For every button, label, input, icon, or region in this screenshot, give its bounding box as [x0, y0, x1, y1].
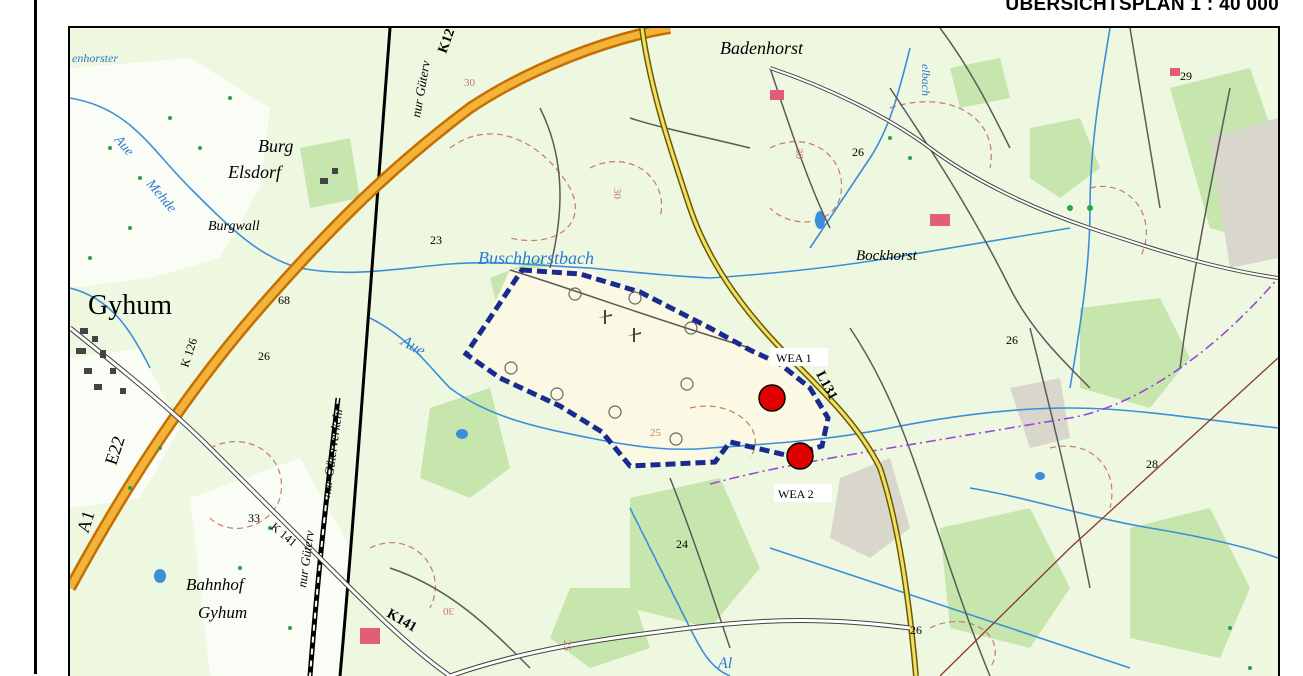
elev-23: 23 — [430, 233, 442, 247]
wea-2-label: WEA 2 — [778, 487, 814, 501]
power-line — [939, 357, 1278, 676]
settlements — [360, 68, 1180, 644]
elev-28: 28 — [1146, 457, 1158, 471]
place-bahnhof: Bahnhof — [186, 575, 246, 594]
local-roads — [70, 66, 1278, 676]
field-paths — [389, 28, 1231, 676]
grey-area — [1210, 118, 1278, 268]
elev-68: 68 — [278, 293, 290, 307]
wea-1-label: WEA 1 — [776, 351, 812, 365]
contour-values: 30 30 30 25 25 30 — [443, 77, 806, 652]
place-elsdorf: Elsdorf — [227, 162, 284, 182]
wea-2-label-bg — [774, 484, 832, 502]
place-gyhum-small: Gyhum — [198, 603, 247, 622]
elev-33: 33 — [248, 511, 260, 525]
place-bockhorst: Bockhorst — [856, 248, 918, 264]
contour-30-c: 30 — [793, 148, 805, 160]
contour-30-d: 30 — [443, 605, 455, 617]
wind-farm-area — [470, 264, 830, 468]
contour-25-b: 25 — [561, 640, 573, 652]
place-burg: Burg — [258, 136, 293, 156]
topographic-map[interactable]: WEA 1 WEA 2 Badenhorst Burg Elsdorf Burg… — [68, 26, 1280, 676]
existing-turbines — [504, 287, 698, 446]
water-elbach: elbach — [919, 64, 933, 96]
wea-1-label-bg — [770, 348, 828, 366]
frame-left-border — [34, 0, 37, 674]
water-aue-bottom: Al — [717, 655, 733, 672]
elev-29: 29 — [1180, 69, 1192, 83]
district-border — [709, 277, 1278, 485]
contour-30-b: 30 — [611, 188, 623, 200]
turbine-towers — [598, 310, 641, 342]
wea-1-marker[interactable] — [758, 384, 786, 412]
map-canvas: WEA 1 WEA 2 Badenhorst Burg Elsdorf Burg… — [70, 28, 1278, 676]
tree-symbols — [88, 96, 1252, 670]
village-buildings — [76, 168, 338, 394]
open-area — [70, 58, 270, 288]
ponds — [154, 211, 1045, 583]
contour-30-a: 30 — [464, 77, 476, 89]
water-enhorster: enhorster — [72, 51, 118, 65]
elev-24: 24 — [676, 537, 688, 551]
elev-26-d: 26 — [910, 623, 922, 637]
wea-2-marker[interactable] — [786, 442, 814, 470]
contour-25-a: 25 — [650, 427, 662, 439]
place-names: Badenhorst Burg Elsdorf Burgwall Bockhor… — [186, 38, 918, 622]
contour-lines — [209, 101, 1147, 669]
elevation-labels: 29 26 23 26 26 28 24 26 33 68 — [248, 69, 1192, 637]
marker-labels: WEA 1 WEA 2 — [770, 348, 832, 502]
wea-markers — [758, 384, 814, 470]
place-gyhum: Gyhum — [88, 290, 172, 321]
place-badenhorst: Badenhorst — [720, 38, 804, 58]
grey-area — [830, 458, 910, 558]
streams — [70, 28, 1278, 676]
elev-26-c: 26 — [1006, 333, 1018, 347]
place-burgwall: Burgwall — [208, 219, 260, 234]
map-title: ÜBERSICHTSPLAN 1 : 40 000 — [1005, 0, 1279, 15]
elev-26-b: 26 — [258, 349, 270, 363]
water-buschhorstbach: Buschhorstbach — [478, 248, 594, 268]
highway-a1 — [70, 28, 671, 591]
open-area — [190, 458, 350, 676]
elev-26-a: 26 — [852, 145, 864, 159]
